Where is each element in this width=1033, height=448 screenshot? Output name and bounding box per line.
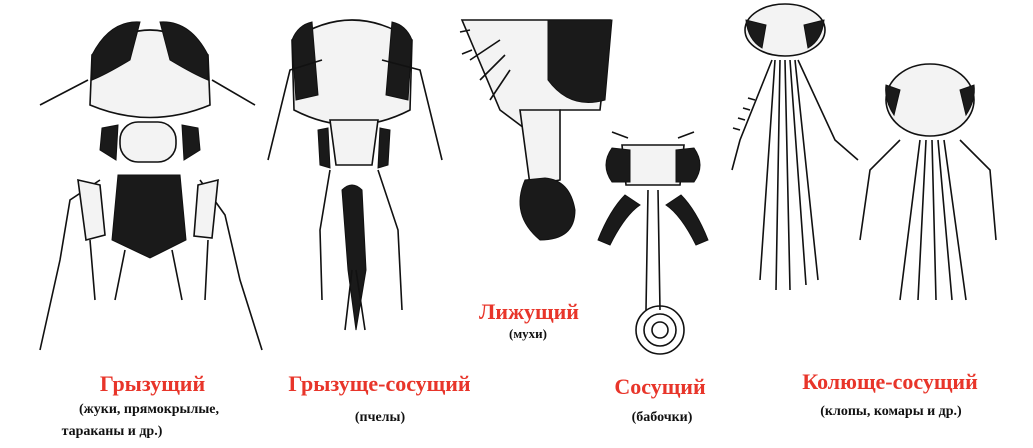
chewing-head-illustration	[40, 22, 262, 350]
bug-head-illustration	[732, 4, 858, 290]
piercing-sucking-examples: (клопы, комары и др.)	[786, 404, 996, 420]
chewing-sucking-type-label: Грызуще-сосущий	[262, 371, 497, 397]
fly-head-illustration	[460, 20, 612, 240]
sucking-examples: (бабочки)	[602, 410, 722, 426]
piercing-sucking-type-label: Колюще-сосущий	[780, 369, 1000, 395]
chewing-type-label: Грызущий	[70, 371, 235, 397]
mosquito-head-illustration	[860, 64, 996, 300]
bee-head-illustration	[268, 20, 442, 330]
chewing-examples-line1: (жуки, прямокрылые,	[34, 402, 264, 418]
sucking-type-label: Сосущий	[600, 374, 720, 400]
lapping-examples: (мухи)	[478, 326, 578, 342]
butterfly-head-illustration	[598, 132, 708, 354]
chewing-sucking-examples: (пчелы)	[310, 410, 450, 426]
lapping-type-label: Лижущий	[464, 299, 594, 325]
chewing-examples-line2: тараканы и др.)	[22, 424, 202, 440]
